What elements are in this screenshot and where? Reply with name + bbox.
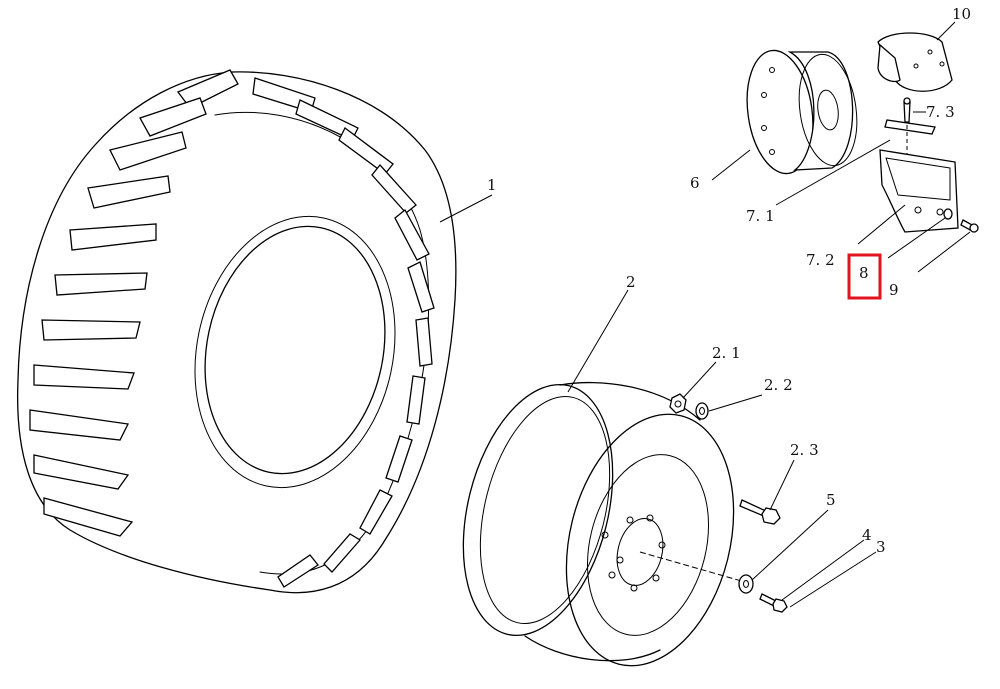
callout-10: 10 xyxy=(952,5,971,23)
washer-2-2 xyxy=(695,402,709,420)
callout-8: 8 xyxy=(859,264,869,282)
callout-1: 1 xyxy=(487,176,497,194)
callout-labels: 1 2 2. 1 2. 2 2. 3 3 4 5 6 7. 1 7. 2 7. … xyxy=(487,5,971,556)
bolt-9 xyxy=(960,219,979,233)
rim-back-flange xyxy=(565,413,735,667)
hub-bore xyxy=(817,89,839,131)
rim-bolt-holes xyxy=(601,514,666,592)
callout-9: 9 xyxy=(889,281,899,299)
tyre-outer-outline xyxy=(16,71,457,594)
tyre-bore-lip xyxy=(194,215,396,489)
spacer xyxy=(877,32,953,92)
callout-3: 3 xyxy=(876,538,886,556)
clamp-half-7-2 xyxy=(879,149,959,233)
rim-barrel-top xyxy=(559,381,701,421)
hub-flange xyxy=(746,49,814,175)
callout-2: 2 xyxy=(626,273,636,291)
callout-2-2: 2. 2 xyxy=(764,376,793,394)
callout-4: 4 xyxy=(862,526,872,544)
callout-7-2: 7. 2 xyxy=(806,251,835,269)
hub-face xyxy=(798,53,858,167)
tyre xyxy=(16,69,457,594)
highlight-box xyxy=(847,253,882,300)
bolt-3-4 xyxy=(759,593,788,613)
washer-8 xyxy=(943,208,953,220)
rim-inner-flange xyxy=(479,396,611,624)
callout-7-3: 7. 3 xyxy=(926,103,955,121)
nut-2-1 xyxy=(669,393,687,414)
tyre-sidewall-edge xyxy=(214,111,430,575)
hub-holes xyxy=(761,67,775,155)
rim-barrel-bottom xyxy=(524,635,661,662)
rim-centre-bore xyxy=(616,518,664,586)
tyre-bore xyxy=(204,225,386,475)
wedge-7-1 xyxy=(884,119,936,135)
screw-7-3 xyxy=(903,97,911,123)
rim-centre-line xyxy=(639,551,746,583)
hub xyxy=(746,49,858,175)
callout-7-1: 7. 1 xyxy=(746,207,775,225)
rim-outer-flange xyxy=(462,384,614,636)
hub-body xyxy=(787,51,854,171)
callout-2-3: 2. 3 xyxy=(790,441,819,459)
leader-lines xyxy=(439,21,971,608)
bolt-2-3 xyxy=(739,499,781,525)
callout-5: 5 xyxy=(826,491,836,509)
callout-6: 6 xyxy=(690,174,700,192)
tyre-tread-lugs xyxy=(29,69,435,588)
wheel-rim xyxy=(462,381,746,667)
washer-5 xyxy=(738,574,754,594)
rim-disc xyxy=(586,454,710,636)
callout-2-1: 2. 1 xyxy=(712,344,741,362)
